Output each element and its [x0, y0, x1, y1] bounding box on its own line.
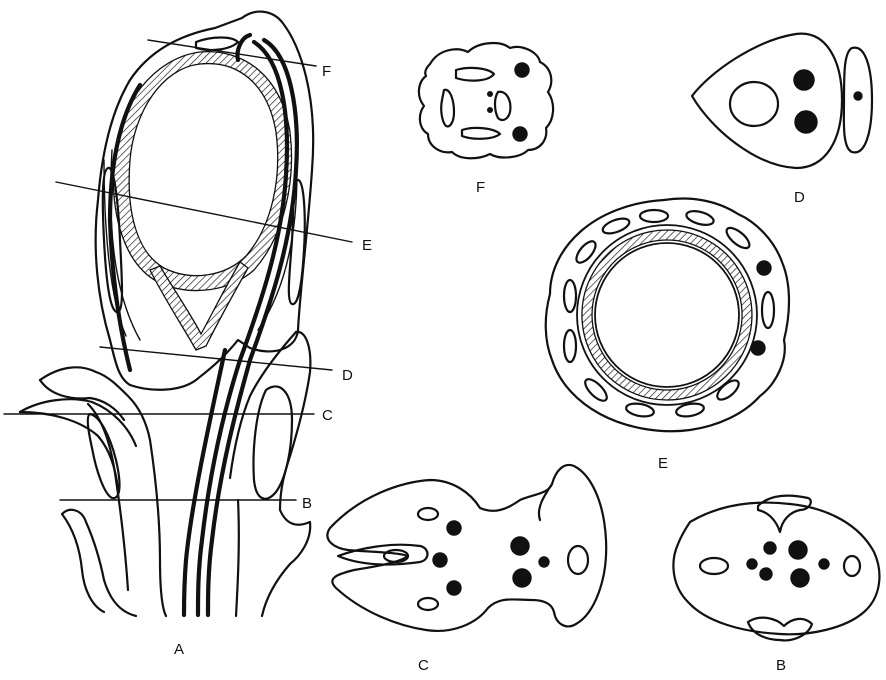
cross-section-f [419, 43, 553, 158]
figure-label-c: C [418, 657, 429, 674]
figure-label-e: E [658, 455, 668, 472]
section-line-label-d: D [342, 367, 353, 384]
cross-section-e [546, 199, 789, 432]
figure-label-a: A [174, 641, 184, 658]
figure-label-b: B [776, 657, 786, 674]
section-line-label-c: C [322, 407, 333, 424]
section-line-label-b: B [302, 495, 312, 512]
figure-label-d: D [794, 189, 805, 206]
cross-section-c [327, 465, 606, 631]
figure-label-f: F [476, 179, 485, 196]
section-line-label-f: F [322, 63, 331, 80]
section-line-label-e: E [362, 237, 372, 254]
cross-section-b [673, 496, 879, 641]
longitudinal-section-a [4, 12, 352, 616]
cross-section-d [692, 34, 872, 168]
